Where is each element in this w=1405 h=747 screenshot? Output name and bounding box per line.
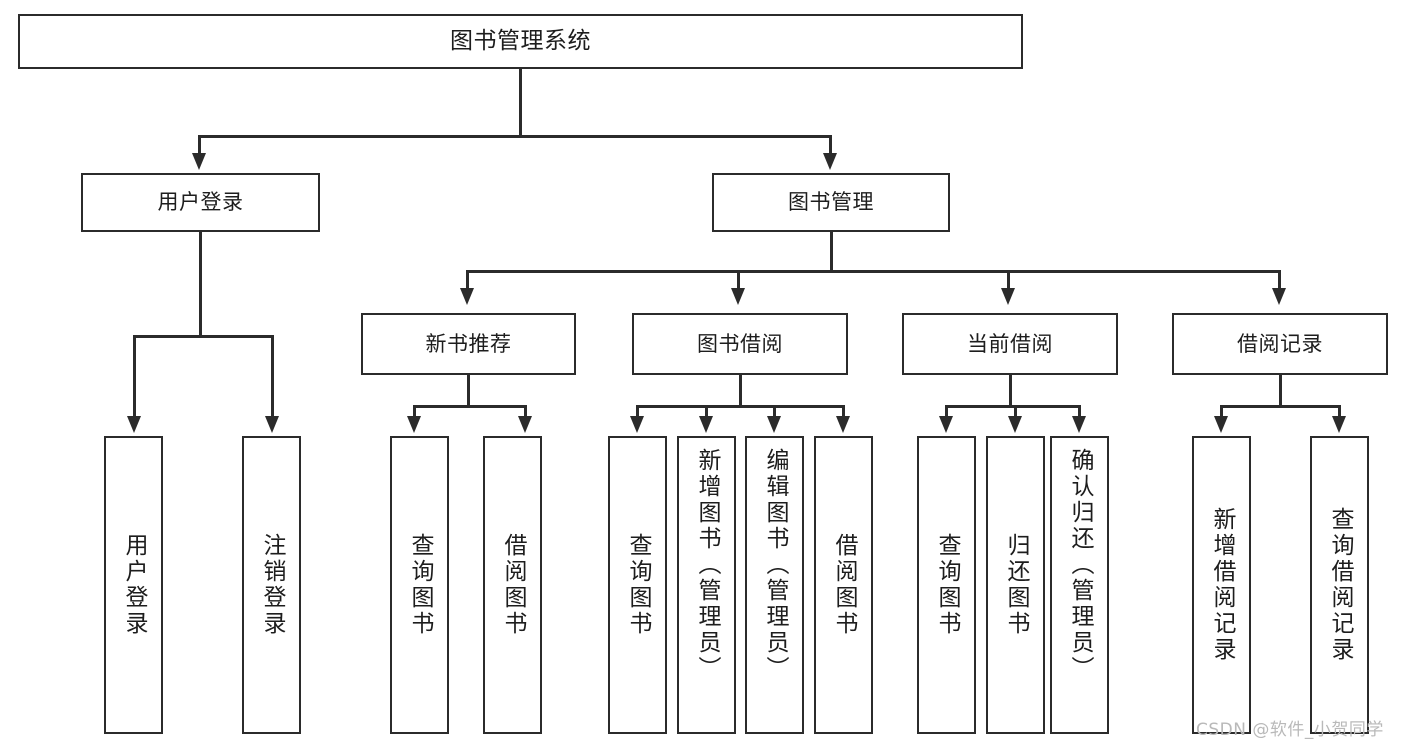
connector-borrowrecord-drop-2 <box>1338 405 1341 419</box>
connector-bookborrow-bar <box>636 405 844 408</box>
connector-bookmgmt-stem <box>830 232 833 272</box>
leaf-label: 借阅图书 <box>500 533 526 637</box>
arrow-to-leaf-return-book <box>1008 416 1022 433</box>
connector-borrowrecord-stem <box>1279 375 1282 407</box>
node-current-borrow[interactable]: 当前借阅 <box>902 313 1118 375</box>
arrow-to-leaf-add-record <box>1214 416 1228 433</box>
leaf-label: 用户登录 <box>121 533 147 637</box>
node-borrow-record[interactable]: 借阅记录 <box>1172 313 1388 375</box>
arrow-to-leaf-borrow-book-2 <box>836 416 850 433</box>
csdn-watermark: CSDN @软件_小贺同学 <box>1196 720 1384 740</box>
node-user-login[interactable]: 用户登录 <box>81 173 320 232</box>
leaf-label: 编辑图书（管理员） <box>762 448 788 682</box>
arrow-to-leaf-logout <box>265 416 279 433</box>
leaf-add-book-admin[interactable]: 新增图书（管理员） <box>677 436 736 734</box>
connector-currentborrow-drop-3 <box>1078 405 1081 419</box>
connector-root-drop-left <box>198 135 201 156</box>
leaf-query-book-borrow[interactable]: 查询图书 <box>608 436 667 734</box>
arrow-to-leaf-query-book-2 <box>630 416 644 433</box>
leaf-borrow-book[interactable]: 借阅图书 <box>814 436 873 734</box>
connector-userlogin-drop-1 <box>133 335 136 419</box>
connector-bookborrow-stem <box>739 375 742 407</box>
connector-bookmgmt-drop-4 <box>1278 270 1281 291</box>
leaf-edit-book-admin[interactable]: 编辑图书（管理员） <box>745 436 804 734</box>
connector-currentborrow-bar <box>945 405 1078 408</box>
connector-newbook-drop-1 <box>413 405 416 419</box>
connector-userlogin-bar <box>133 335 273 338</box>
leaf-label: 查询借阅记录 <box>1327 507 1353 663</box>
connector-bookmgmt-drop-1 <box>466 270 469 291</box>
leaf-return-book[interactable]: 归还图书 <box>986 436 1045 734</box>
connector-currentborrow-stem <box>1009 375 1012 407</box>
arrow-to-user-login <box>192 153 206 170</box>
leaf-label: 新增借阅记录 <box>1209 507 1235 663</box>
leaf-query-borrow-record[interactable]: 查询借阅记录 <box>1310 436 1369 734</box>
node-label: 图书借阅 <box>697 331 783 356</box>
node-label: 图书管理 <box>788 190 874 215</box>
leaf-label: 归还图书 <box>1003 533 1029 637</box>
connector-userlogin-drop-2 <box>271 335 274 419</box>
leaf-query-book-recommend[interactable]: 查询图书 <box>390 436 449 734</box>
arrow-to-book-management <box>823 153 837 170</box>
node-book-borrow[interactable]: 图书借阅 <box>632 313 848 375</box>
leaf-label: 查询图书 <box>407 533 433 637</box>
connector-root-drop-right <box>829 135 832 156</box>
arrow-to-current-borrow <box>1001 288 1015 305</box>
leaf-add-borrow-record[interactable]: 新增借阅记录 <box>1192 436 1251 734</box>
connector-bookborrow-drop-1 <box>636 405 639 419</box>
leaf-borrow-book-recommend[interactable]: 借阅图书 <box>483 436 542 734</box>
node-label: 图书管理系统 <box>450 27 591 54</box>
connector-newbook-stem <box>467 375 470 407</box>
connector-userlogin-stem <box>199 232 202 337</box>
leaf-label: 查询图书 <box>625 533 651 637</box>
arrow-to-leaf-add-book <box>699 416 713 433</box>
connector-root-stem <box>519 69 522 136</box>
leaf-label: 查询图书 <box>934 533 960 637</box>
node-root-book-management-system[interactable]: 图书管理系统 <box>18 14 1023 69</box>
arrow-to-book-borrow <box>731 288 745 305</box>
connector-bookborrow-drop-3 <box>773 405 776 419</box>
node-label: 当前借阅 <box>967 331 1053 356</box>
leaf-logout[interactable]: 注销登录 <box>242 436 301 734</box>
leaf-query-book-current[interactable]: 查询图书 <box>917 436 976 734</box>
arrow-to-leaf-edit-book <box>767 416 781 433</box>
arrow-to-leaf-query-book-1 <box>407 416 421 433</box>
arrow-to-leaf-borrow-book-1 <box>518 416 532 433</box>
connector-bookborrow-drop-4 <box>842 405 845 419</box>
connector-borrowrecord-bar <box>1220 405 1340 408</box>
node-label: 新书推荐 <box>425 331 512 356</box>
leaf-label: 新增图书（管理员） <box>694 448 720 682</box>
connector-newbook-bar <box>413 405 525 408</box>
connector-bookborrow-drop-2 <box>705 405 708 419</box>
arrow-to-leaf-user-login <box>127 416 141 433</box>
connector-bookmgmt-drop-2 <box>737 270 740 291</box>
node-new-book-recommend[interactable]: 新书推荐 <box>361 313 576 375</box>
arrow-to-leaf-query-record <box>1332 416 1346 433</box>
leaf-confirm-return-admin[interactable]: 确认归还（管理员） <box>1050 436 1109 734</box>
arrow-to-leaf-confirm-return <box>1072 416 1086 433</box>
connector-bookmgmt-bar <box>466 270 1280 273</box>
connector-newbook-drop-2 <box>524 405 527 419</box>
arrow-to-borrow-record <box>1272 288 1286 305</box>
node-label: 用户登录 <box>157 190 244 215</box>
node-label: 借阅记录 <box>1237 331 1323 356</box>
leaf-label: 借阅图书 <box>831 533 857 637</box>
arrow-to-leaf-query-book-3 <box>939 416 953 433</box>
connector-root-bar <box>198 135 832 138</box>
connector-currentborrow-drop-2 <box>1014 405 1017 419</box>
connector-borrowrecord-drop-1 <box>1220 405 1223 419</box>
connector-currentborrow-drop-1 <box>945 405 948 419</box>
node-book-management[interactable]: 图书管理 <box>712 173 950 232</box>
leaf-label: 注销登录 <box>259 533 285 637</box>
leaf-label: 确认归还（管理员） <box>1067 448 1093 682</box>
connector-bookmgmt-drop-3 <box>1007 270 1010 291</box>
leaf-user-login[interactable]: 用户登录 <box>104 436 163 734</box>
arrow-to-new-book-recommend <box>460 288 474 305</box>
